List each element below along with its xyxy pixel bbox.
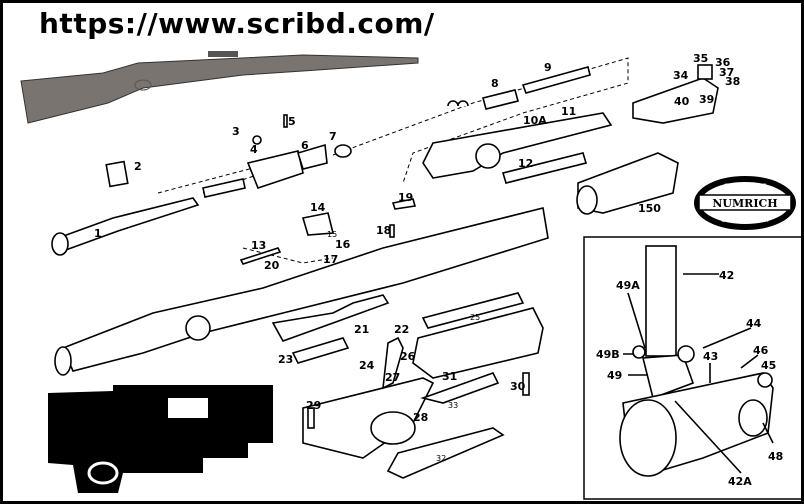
part-label: 3: [232, 125, 240, 138]
part-label: 5: [288, 115, 296, 128]
part-label: 28: [413, 411, 428, 424]
part-label: 18: [376, 224, 391, 237]
receiver-and-stock: [54, 207, 549, 479]
part-label: 15: [327, 230, 337, 239]
part-label: 10A: [523, 114, 547, 127]
logo-line-2: NUMRICH: [712, 197, 777, 210]
part-label: 21: [354, 323, 369, 336]
sight-part-label: 48: [768, 450, 783, 463]
sight-part-label: 45: [761, 359, 776, 372]
part-label: 34: [673, 69, 689, 82]
logo-line-1: GUN PARTS: [723, 183, 767, 191]
part-label: 12: [518, 157, 533, 170]
assembly-guide-lines: [157, 57, 629, 264]
part-label: 13: [251, 239, 266, 252]
part-label: 11: [561, 105, 576, 118]
part-label: 9: [544, 61, 552, 74]
part-label: 27: [385, 371, 400, 384]
part-label: 6: [301, 139, 309, 152]
part-label: 19: [398, 191, 413, 204]
part-label: 36: [715, 56, 731, 69]
part-label: 150: [638, 202, 661, 215]
part-label: 22: [394, 323, 409, 336]
part-label: 1: [94, 227, 102, 240]
part-label: 4: [250, 143, 258, 156]
part-label: 40: [674, 95, 690, 108]
part-label: 30: [510, 380, 526, 393]
sight-part-label: 49B: [596, 348, 620, 361]
bolt-parts: [51, 64, 719, 265]
sight-part-label: 49: [607, 369, 622, 382]
numrich-logo: GUN PARTS NUMRICH CORPORATION: [694, 176, 796, 230]
part-label: 7: [329, 130, 337, 143]
receiver-silhouette: [48, 385, 273, 493]
part-label: 20: [264, 259, 280, 272]
url-watermark: https://www.scribd.com/: [39, 7, 435, 40]
part-label: 33: [448, 401, 458, 410]
rear-sight-inset: [583, 236, 801, 500]
part-label: 38: [725, 75, 740, 88]
sight-part-label: 43: [703, 350, 718, 363]
sight-part-label: 44: [746, 317, 762, 330]
part-label: 37: [719, 66, 734, 79]
part-label: 31: [442, 370, 457, 383]
part-label: 39: [699, 93, 714, 106]
logo-line-3: CORPORATION: [721, 217, 769, 224]
part-number-labels: 1 2 3 4 5 6 7 8 9 10A 11 12 150 34 35 36…: [94, 52, 740, 463]
part-label: 29: [306, 399, 321, 412]
rifle-illustration: [20, 51, 419, 124]
part-label: 14: [310, 201, 326, 214]
sight-part-label: 42A: [728, 475, 752, 488]
part-label: 24: [359, 359, 375, 372]
part-label: 16: [335, 238, 351, 251]
part-label: 8: [491, 77, 499, 90]
part-label: 17: [323, 253, 338, 266]
part-label: 26: [400, 350, 416, 363]
part-label: 35: [693, 52, 708, 65]
sight-part-label: 46: [753, 344, 769, 357]
sight-inset-labels: 42 49A 49B 49 44 43 46 45 48 42A: [596, 269, 783, 488]
part-label: 2: [134, 160, 142, 173]
exploded-parts-diagram: GUN PARTS NUMRICH CORPORATION 1 2 3 4 5 …: [20, 51, 801, 500]
part-label: 32: [436, 454, 446, 463]
sight-part-label: 42: [719, 269, 734, 282]
sight-part-label: 49A: [616, 279, 640, 292]
part-label: 23: [278, 353, 293, 366]
part-label: 25: [470, 313, 480, 322]
